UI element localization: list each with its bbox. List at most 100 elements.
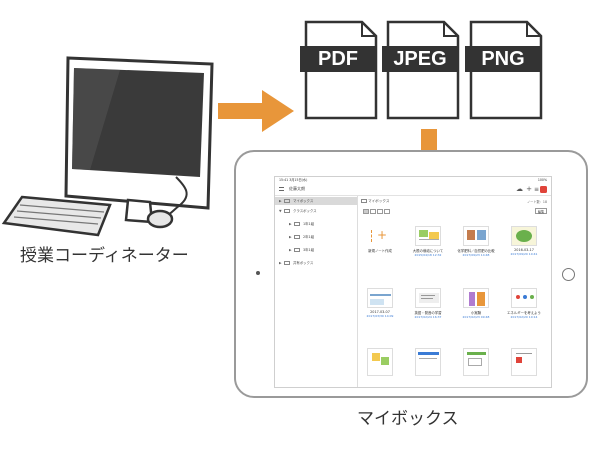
- jpeg-file: JPEG: [382, 20, 460, 120]
- page-title: マイボックス: [368, 199, 390, 203]
- monitor-glare: [72, 68, 120, 170]
- note-date: 2017/02/20 10:14: [510, 315, 538, 319]
- sidebar-item-classbox[interactable]: ▼ クラスボックス: [279, 207, 317, 215]
- expand-icon: ▶: [289, 235, 292, 239]
- app-toolbar: 佐藤太朗 ☁ + ≡: [275, 183, 551, 196]
- coordinator-caption: 授業コーディネーター: [20, 246, 189, 266]
- note-date: 2015/04/18 12:32: [414, 253, 442, 257]
- note-card[interactable]: 2017-03-07 2017/03/30 14:09: [360, 288, 400, 318]
- sidebar-item-label: クラスボックス: [293, 209, 317, 213]
- note-card[interactable]: 2016-03-17 2017/09/20 10:41: [504, 226, 544, 256]
- search-button[interactable]: [384, 209, 390, 214]
- expand-icon: ▶: [279, 261, 282, 265]
- box-icon: [294, 248, 300, 252]
- sidebar-item-class-3[interactable]: ▶ 3年1組: [289, 246, 314, 254]
- box-icon: [284, 261, 290, 265]
- sidebar-item-label: 2年1組: [303, 235, 315, 239]
- arrow-right: [218, 90, 294, 132]
- note-date: 2017/02/24 16:37: [414, 315, 442, 319]
- battery-status: 100%: [537, 178, 547, 182]
- status-bar: 15:41 3月15日(水) 100%: [275, 177, 551, 183]
- keyboard: [1, 195, 112, 237]
- sidebar-item-sharedbox[interactable]: ▶ 共有ボックス: [279, 259, 313, 267]
- note-thumbnail: [463, 348, 489, 376]
- note-title: 大根の栽培について: [412, 249, 444, 253]
- grid-view-button[interactable]: [363, 209, 369, 214]
- app-icon[interactable]: [540, 186, 547, 193]
- note-title: 2017-03-07: [370, 310, 390, 314]
- note-thumbnail: [511, 288, 537, 308]
- sidebar-item-class-1[interactable]: ▶ 1年1組: [289, 220, 314, 228]
- tablet-screen: 15:41 3月15日(水) 100% 佐藤太朗 ☁ + ≡ ▶ マイボックス ▼…: [274, 176, 552, 388]
- note-date: 2017/09/23 14:48: [462, 253, 490, 257]
- expand-icon: ▶: [289, 222, 292, 226]
- cloud-icon[interactable]: ☁: [516, 185, 523, 193]
- note-card[interactable]: + 新規ノート作成: [360, 226, 400, 253]
- note-title: エネルギーを考えよう: [507, 311, 541, 315]
- tablet-home-button[interactable]: [562, 268, 575, 281]
- sidebar: ▶ マイボックス ▼ クラスボックス ▶ 1年1組 ▶ 2年1組 ▶ 3年1組 ▶ 共有ボッ…: [275, 196, 358, 387]
- sidebar-item-label: マイボックス: [293, 199, 314, 203]
- sort-button[interactable]: [377, 209, 383, 214]
- note-date: 2017/02/23 09:48: [462, 315, 490, 319]
- note-date: 2017/03/30 14:09: [366, 314, 394, 318]
- note-card[interactable]: [504, 348, 544, 378]
- status-time: 15:41 3月15日(水): [279, 178, 308, 182]
- pdf-file: PDF: [300, 20, 378, 120]
- note-title: 小実験: [470, 311, 482, 315]
- note-card[interactable]: [408, 348, 448, 378]
- tablet-camera: [256, 271, 260, 275]
- note-thumbnail: [463, 288, 489, 308]
- note-thumbnail: [415, 348, 441, 376]
- note-card[interactable]: エネルギーを考えよう 2017/02/20 10:14: [504, 288, 544, 319]
- note-thumbnail: [415, 226, 441, 246]
- mybox-caption: マイボックス: [357, 409, 459, 429]
- box-icon: [284, 209, 290, 213]
- desktop-computer-illustration: [1, 56, 214, 237]
- note-card[interactable]: [360, 348, 400, 378]
- pdf-label: PDF: [300, 46, 376, 72]
- expand-icon: ▶: [289, 248, 292, 252]
- note-card[interactable]: 大根の栽培について 2015/04/18 12:32: [408, 226, 448, 257]
- png-label: PNG: [465, 46, 541, 72]
- note-card[interactable]: 小実験 2017/02/23 09:48: [456, 288, 496, 319]
- note-title: 2016-03-17: [514, 248, 534, 252]
- menu-icon[interactable]: [279, 187, 284, 191]
- sidebar-item-label: 1年1組: [303, 222, 315, 226]
- jpeg-label: JPEG: [382, 46, 458, 72]
- note-thumbnail: [415, 288, 441, 308]
- note-list: マイボックス ノート数：18 編集 + 新規ノート作成 大根の栽培について 20…: [358, 196, 551, 387]
- sidebar-item-class-2[interactable]: ▶ 2年1組: [289, 233, 314, 241]
- expand-icon: ▶: [279, 199, 282, 203]
- collapse-icon: ▼: [279, 209, 282, 213]
- note-count: ノート数：18: [527, 200, 547, 204]
- note-thumbnail: [367, 288, 393, 308]
- list-icon[interactable]: ≡: [533, 186, 539, 193]
- edit-button[interactable]: 編集: [535, 208, 547, 214]
- view-toggle: [363, 209, 391, 215]
- note-thumbnail: [511, 226, 537, 246]
- note-card[interactable]: [456, 348, 496, 378]
- box-icon: [361, 199, 367, 203]
- note-title: 化学肥料／自然肥の比較: [457, 249, 495, 253]
- note-title: 新規ノート作成: [368, 249, 392, 253]
- add-icon[interactable]: +: [526, 185, 532, 193]
- new-note-thumbnail: +: [367, 226, 393, 246]
- box-icon: [294, 222, 300, 226]
- box-icon: [294, 235, 300, 239]
- user-name[interactable]: 佐藤太朗: [289, 186, 305, 191]
- list-view-button[interactable]: [370, 209, 376, 214]
- note-thumbnail: [511, 348, 537, 376]
- mouse: [146, 209, 174, 229]
- note-thumbnail: [367, 348, 393, 376]
- note-card[interactable]: 英語・発音の学習 2017/02/24 16:37: [408, 288, 448, 319]
- note-title: 英語・発音の学習: [414, 311, 442, 315]
- box-icon: [284, 199, 290, 203]
- note-thumbnail: [463, 226, 489, 246]
- note-card[interactable]: 化学肥料／自然肥の比較 2017/09/23 14:48: [456, 226, 496, 257]
- png-file: PNG: [465, 20, 543, 120]
- note-date: 2017/09/20 10:41: [510, 252, 538, 256]
- sidebar-item-label: 3年1組: [303, 248, 315, 252]
- sidebar-item-label: 共有ボックス: [293, 261, 314, 265]
- sidebar-item-mybox[interactable]: ▶ マイボックス: [275, 197, 357, 205]
